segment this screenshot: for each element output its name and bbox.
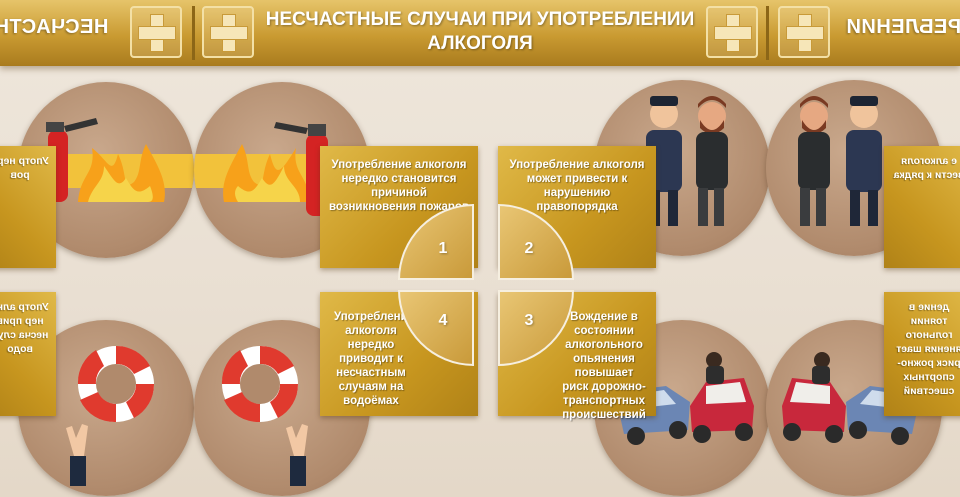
car-crash-icon <box>782 352 916 445</box>
right-mirrored-title: РЕБЛЕНИИ <box>846 16 960 38</box>
number-label: 3 <box>524 312 534 329</box>
number-label: 4 <box>438 312 448 329</box>
page-title: НЕСЧАСТНЫЕ СЛУЧАИ ПРИ УПОТРЕБЛЕНИИ АЛКОГ… <box>245 8 715 56</box>
mirrored-panel-left-top: Употр нере ров <box>0 146 56 268</box>
medical-cross-emblem-icon <box>202 6 254 58</box>
title-line-2: АЛКОГОЛЯ <box>427 33 533 54</box>
card-2-text: Употребление алкоголя может привести к н… <box>498 146 656 268</box>
header-banner: НЕСЧАСТН НЕСЧАСТНЫЕ СЛУЧАИ ПРИ УПОТРЕБЛЕ… <box>0 0 960 66</box>
mirrored-panel-right-top: е алкоголя вести к рядка <box>884 146 960 268</box>
mirrored-panel-right-bottom: дение в тоянии гольного янения шает риск… <box>884 292 960 416</box>
banner-divider <box>192 6 195 60</box>
medical-cross-emblem-icon <box>778 6 830 58</box>
medical-cross-emblem-icon <box>130 6 182 58</box>
medical-cross-emblem-icon <box>706 6 758 58</box>
police-arrest-icon <box>646 96 728 226</box>
police-arrest-icon <box>798 96 882 226</box>
fire-extinguisher-icon <box>194 122 370 216</box>
left-mirrored-title: НЕСЧАСТН <box>0 16 109 38</box>
number-label: 1 <box>438 240 448 257</box>
title-line-1: НЕСЧАСТНЫЕ СЛУЧАИ ПРИ УПОТРЕБЛЕНИИ <box>265 9 695 30</box>
mirrored-panel-left-bottom: Употр алко нер прив несча случ водо <box>0 292 56 416</box>
lifebuoy-icon <box>221 345 308 486</box>
lifebuoy-icon <box>66 345 155 486</box>
number-label: 2 <box>524 240 534 257</box>
banner-divider <box>766 6 769 60</box>
